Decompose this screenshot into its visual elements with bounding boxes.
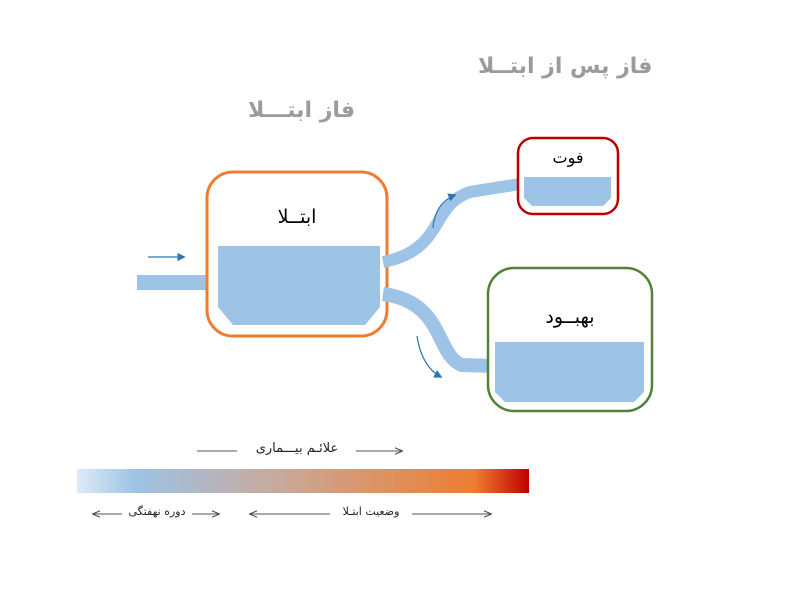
pipe-to-recovery <box>381 287 498 373</box>
post-infection-phase-title: فاز پس از ابتــلا <box>478 54 653 79</box>
recovery-box-label: بهبــود <box>545 306 595 328</box>
infection-phase-title: فاز ابتـــلا <box>248 98 356 123</box>
death-flow-arrow-icon <box>432 193 457 229</box>
symptoms-label: علائـم بیـــماری <box>255 441 339 456</box>
disease-gradient-bar <box>77 469 529 493</box>
recovery-tank <box>495 342 644 402</box>
inflow-pipe <box>137 275 222 290</box>
infection-tank <box>218 246 380 325</box>
incubation-label: دوره نهفتگی <box>128 505 186 518</box>
recovery-flow-arrow-icon <box>416 335 443 378</box>
infection-status-label: وضعیت ابتـلا <box>342 505 400 518</box>
pipe-to-death <box>381 178 521 268</box>
infection-box-label: ابتــلا <box>277 206 317 228</box>
death-box-label: فوت <box>552 148 584 167</box>
death-tank <box>524 177 611 206</box>
